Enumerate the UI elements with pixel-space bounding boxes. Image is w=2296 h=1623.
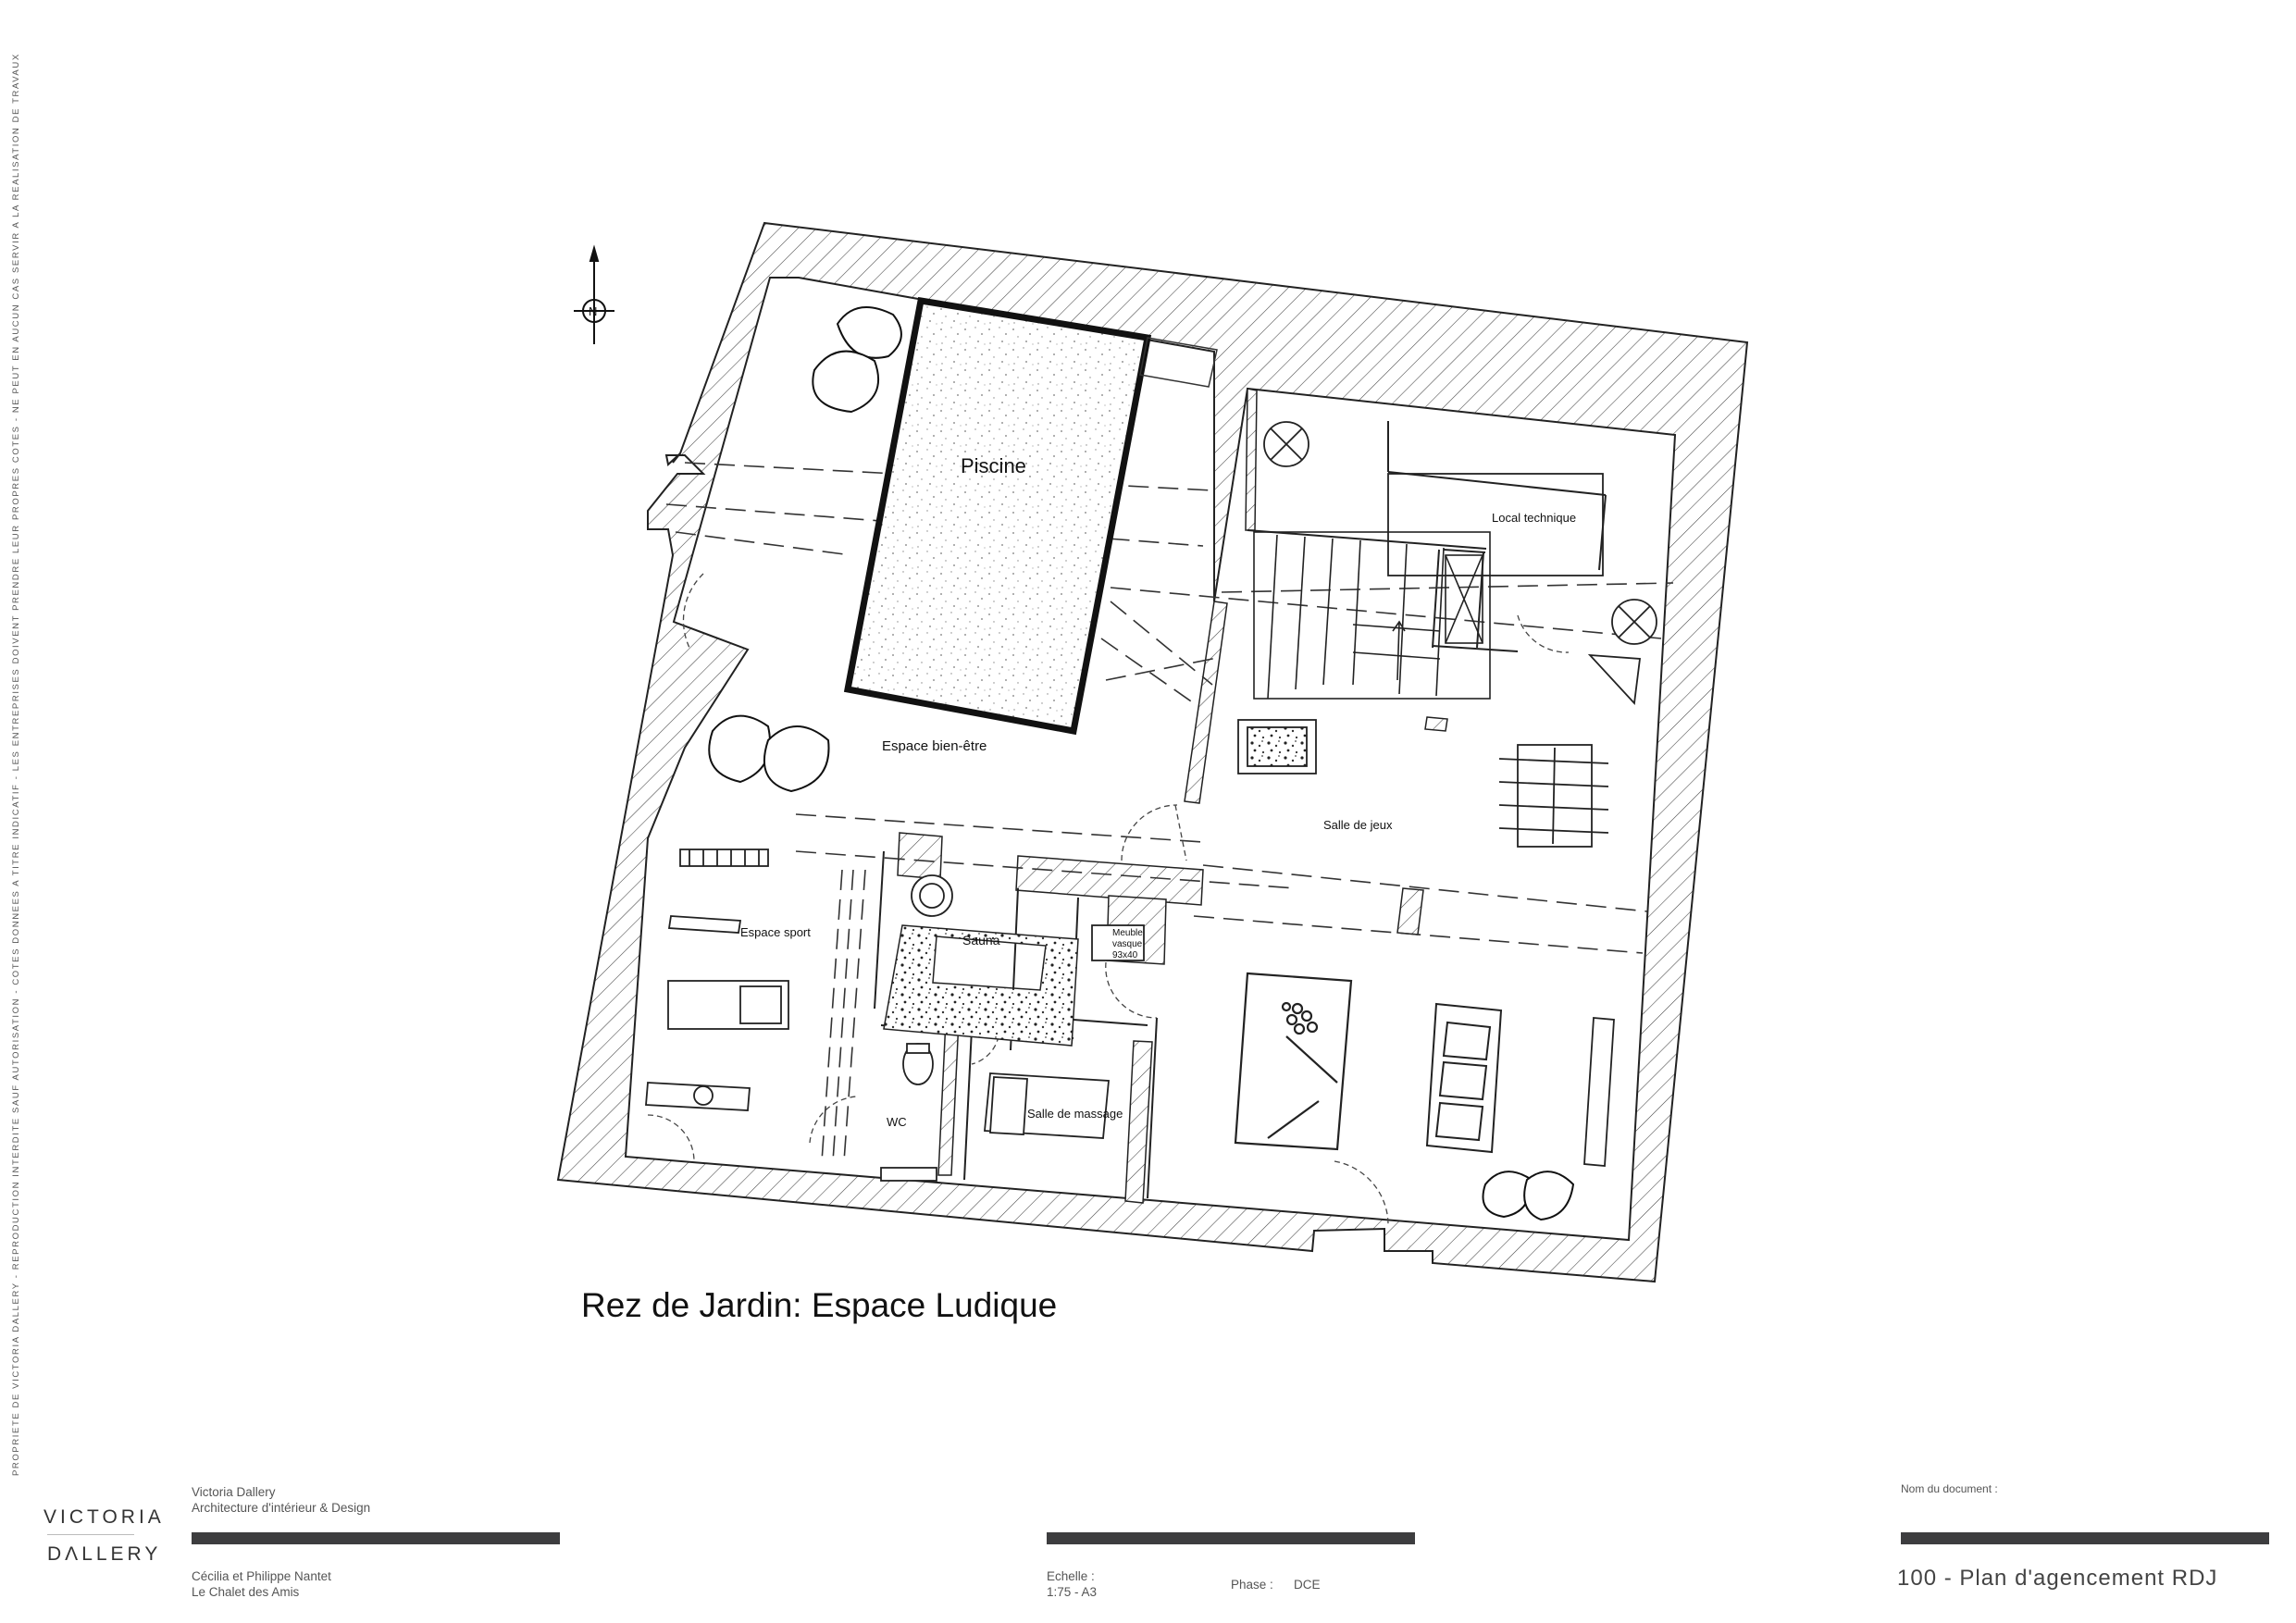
label-local-technique: Local technique (1492, 511, 1576, 525)
foosball-table (1498, 744, 1609, 848)
client-name: Cécilia et Philippe Nantet (192, 1569, 331, 1583)
technical-units (1263, 421, 1657, 706)
sport-equipment (645, 849, 789, 1111)
pinball-machine (1237, 719, 1317, 774)
label-meuble-vasque-2: vasque (1112, 939, 1143, 949)
tv-console (1583, 1017, 1615, 1167)
label-wc: WC (887, 1115, 907, 1129)
document-name: 100 - Plan d'agencement RDJ (1897, 1566, 2218, 1591)
title-bar-left (192, 1532, 560, 1544)
designer-name: Victoria Dallery (192, 1485, 276, 1499)
label-salle-de-massage: Salle de massage (1027, 1107, 1123, 1121)
label-espace-bien-etre: Espace bien-être (882, 738, 987, 754)
beam-lines (665, 462, 1674, 1162)
label-espace-sport: Espace sport (740, 925, 811, 939)
doc-label: Nom du document : (1901, 1482, 1998, 1495)
title-bar-middle (1047, 1532, 1415, 1544)
sanitary-fixtures (880, 874, 1145, 1182)
scale-value: 1:75 - A3 (1047, 1585, 1098, 1599)
label-piscine: Piscine (961, 454, 1026, 477)
sheet-title: Rez de Jardin: Espace Ludique (581, 1286, 1058, 1324)
scale-label: Echelle : (1047, 1569, 1095, 1583)
label-sauna: Sauna (962, 933, 1000, 948)
logo-victoria: VICTORIA (43, 1506, 165, 1528)
project-name: Le Chalet des Amis (192, 1585, 300, 1599)
sauna-floor (883, 924, 1079, 1047)
north-label: N (589, 304, 597, 318)
phase-label: Phase : (1231, 1578, 1273, 1592)
designer-role: Architecture d'intérieur & Design (192, 1501, 371, 1515)
pool (843, 296, 1218, 736)
logo-dallery: DΛLLERY (47, 1543, 162, 1565)
interior-walls (897, 388, 1448, 1204)
phase-value: DCE (1294, 1578, 1321, 1592)
north-arrow-icon: N (574, 244, 614, 344)
label-meuble-vasque-1: Meuble (1112, 928, 1143, 938)
billiard-table (1234, 972, 1353, 1151)
logo-rule (47, 1534, 134, 1535)
title-bar-right (1901, 1532, 2269, 1544)
label-salle-de-jeux: Salle de jeux (1323, 818, 1393, 832)
loungers (708, 306, 1575, 1221)
label-meuble-vasque-3: 93x40 (1112, 950, 1138, 960)
staircase (1253, 531, 1491, 700)
sofa (1425, 1002, 1503, 1154)
